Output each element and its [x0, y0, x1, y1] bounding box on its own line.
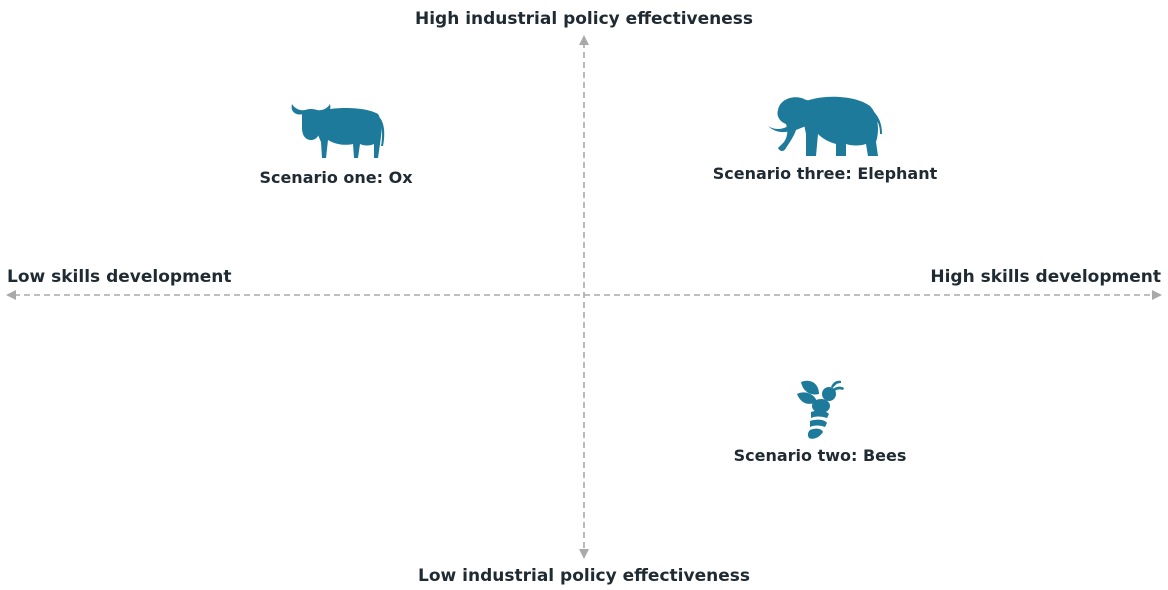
elephant-icon [690, 90, 960, 160]
arrow-right [1152, 290, 1162, 300]
arrow-down [579, 549, 589, 559]
bee-icon [720, 378, 920, 442]
x-axis-high-label: High skills development [930, 267, 1161, 287]
scenario-ox: Scenario one: Ox [236, 98, 436, 187]
y-axis-high-label: High industrial policy effectiveness [414, 9, 754, 29]
y-axis-low-label: Low industrial policy effectiveness [418, 566, 750, 586]
scenario-ox-label: Scenario one: Ox [259, 168, 413, 187]
scenario-bees: Scenario two: Bees [720, 378, 920, 465]
ox-icon [236, 98, 436, 164]
scenario-elephant: Scenario three: Elephant [690, 90, 960, 183]
scenario-bees-label: Scenario two: Bees [733, 446, 907, 465]
scenario-elephant-label: Scenario three: Elephant [712, 164, 938, 183]
x-axis-low-label: Low skills development [7, 267, 232, 287]
arrow-up [579, 35, 589, 45]
arrow-left [6, 290, 16, 300]
